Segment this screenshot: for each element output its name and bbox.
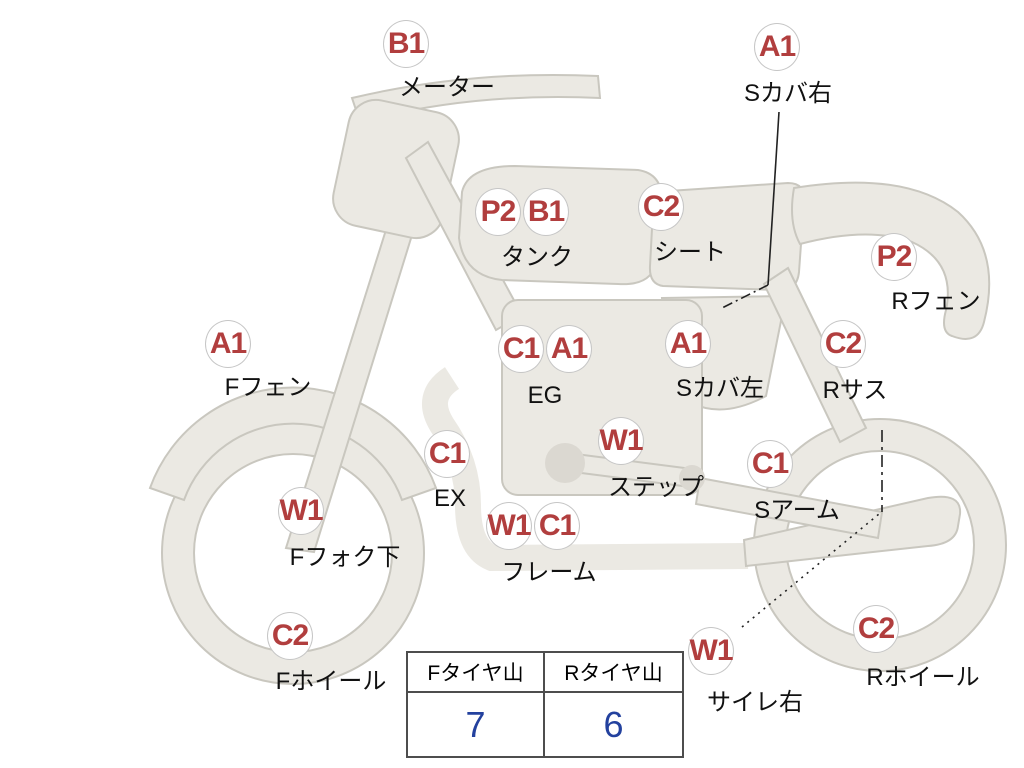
part-label: ステップ — [608, 474, 704, 501]
condition-badge-w1: W1 — [486, 502, 532, 550]
pointer-dotted-silencer — [741, 513, 880, 628]
condition-badge-c2: C2 — [638, 183, 684, 231]
part-label: Fフェン — [224, 374, 312, 401]
exhaust-pipe-shape — [422, 367, 749, 572]
bike-body — [148, 73, 991, 572]
condition-badge-a1: A1 — [665, 320, 711, 368]
rear-tire-value: 6 — [603, 703, 624, 745]
front-fender-shape — [148, 386, 438, 502]
condition-badge-w1: W1 — [278, 487, 324, 535]
part-label: タンク — [501, 244, 573, 271]
condition-badge-c1: C1 — [747, 440, 793, 488]
pointer-line-scover-right — [767, 111, 780, 286]
part-label: EX — [433, 485, 467, 512]
step-peg-left — [545, 443, 585, 483]
part-label: フレーム — [501, 559, 597, 586]
part-label: Rホイール — [866, 664, 980, 691]
condition-badge-b1: B1 — [523, 188, 569, 236]
part-label: EG — [527, 382, 563, 409]
condition-badge-a1: A1 — [546, 325, 592, 373]
part-label: Sカバ右 — [743, 80, 833, 107]
front-tire-value: 7 — [408, 693, 545, 756]
part-label: サイレ右 — [707, 689, 803, 716]
condition-badge-a1: A1 — [754, 23, 800, 71]
pointer-dashdot-scover-right — [721, 284, 769, 309]
condition-badge-w1: W1 — [688, 627, 734, 675]
condition-badge-a1: A1 — [205, 320, 251, 368]
pointer-lines — [721, 111, 883, 628]
headlight-shape — [332, 98, 460, 240]
swing-arm-shape — [694, 476, 884, 540]
part-label: Sアーム — [754, 497, 840, 524]
condition-badge-w1: W1 — [598, 417, 644, 465]
condition-badge-p2: P2 — [475, 188, 521, 236]
rear-suspension-shape — [762, 266, 868, 444]
part-label: Rサス — [822, 377, 888, 404]
front-tire-header: Fタイヤ山 — [408, 653, 545, 693]
step-peg-right — [679, 465, 705, 491]
part-label: メーター — [399, 74, 495, 101]
condition-badge-c2: C2 — [820, 320, 866, 368]
rear-fender-shape — [791, 181, 991, 340]
condition-badge-c2: C2 — [853, 605, 899, 653]
condition-badge-b1: B1 — [383, 20, 429, 68]
part-label: シート — [654, 239, 726, 266]
part-label: Fフォク下 — [289, 544, 401, 571]
condition-badge-c1: C1 — [424, 430, 470, 478]
condition-badge-c2: C2 — [267, 612, 313, 660]
condition-badge-p2: P2 — [871, 233, 917, 281]
rear-tire-header: Rタイヤ山 — [545, 653, 682, 693]
condition-badge-c1: C1 — [498, 325, 544, 373]
part-label: Rフェン — [891, 288, 981, 315]
tire-tread-table: Fタイヤ山 Rタイヤ山 7 6 — [406, 651, 684, 758]
part-label: Sカバ左 — [675, 375, 765, 402]
condition-badge-c1: C1 — [534, 502, 580, 550]
part-label: Fホイール — [275, 668, 387, 695]
